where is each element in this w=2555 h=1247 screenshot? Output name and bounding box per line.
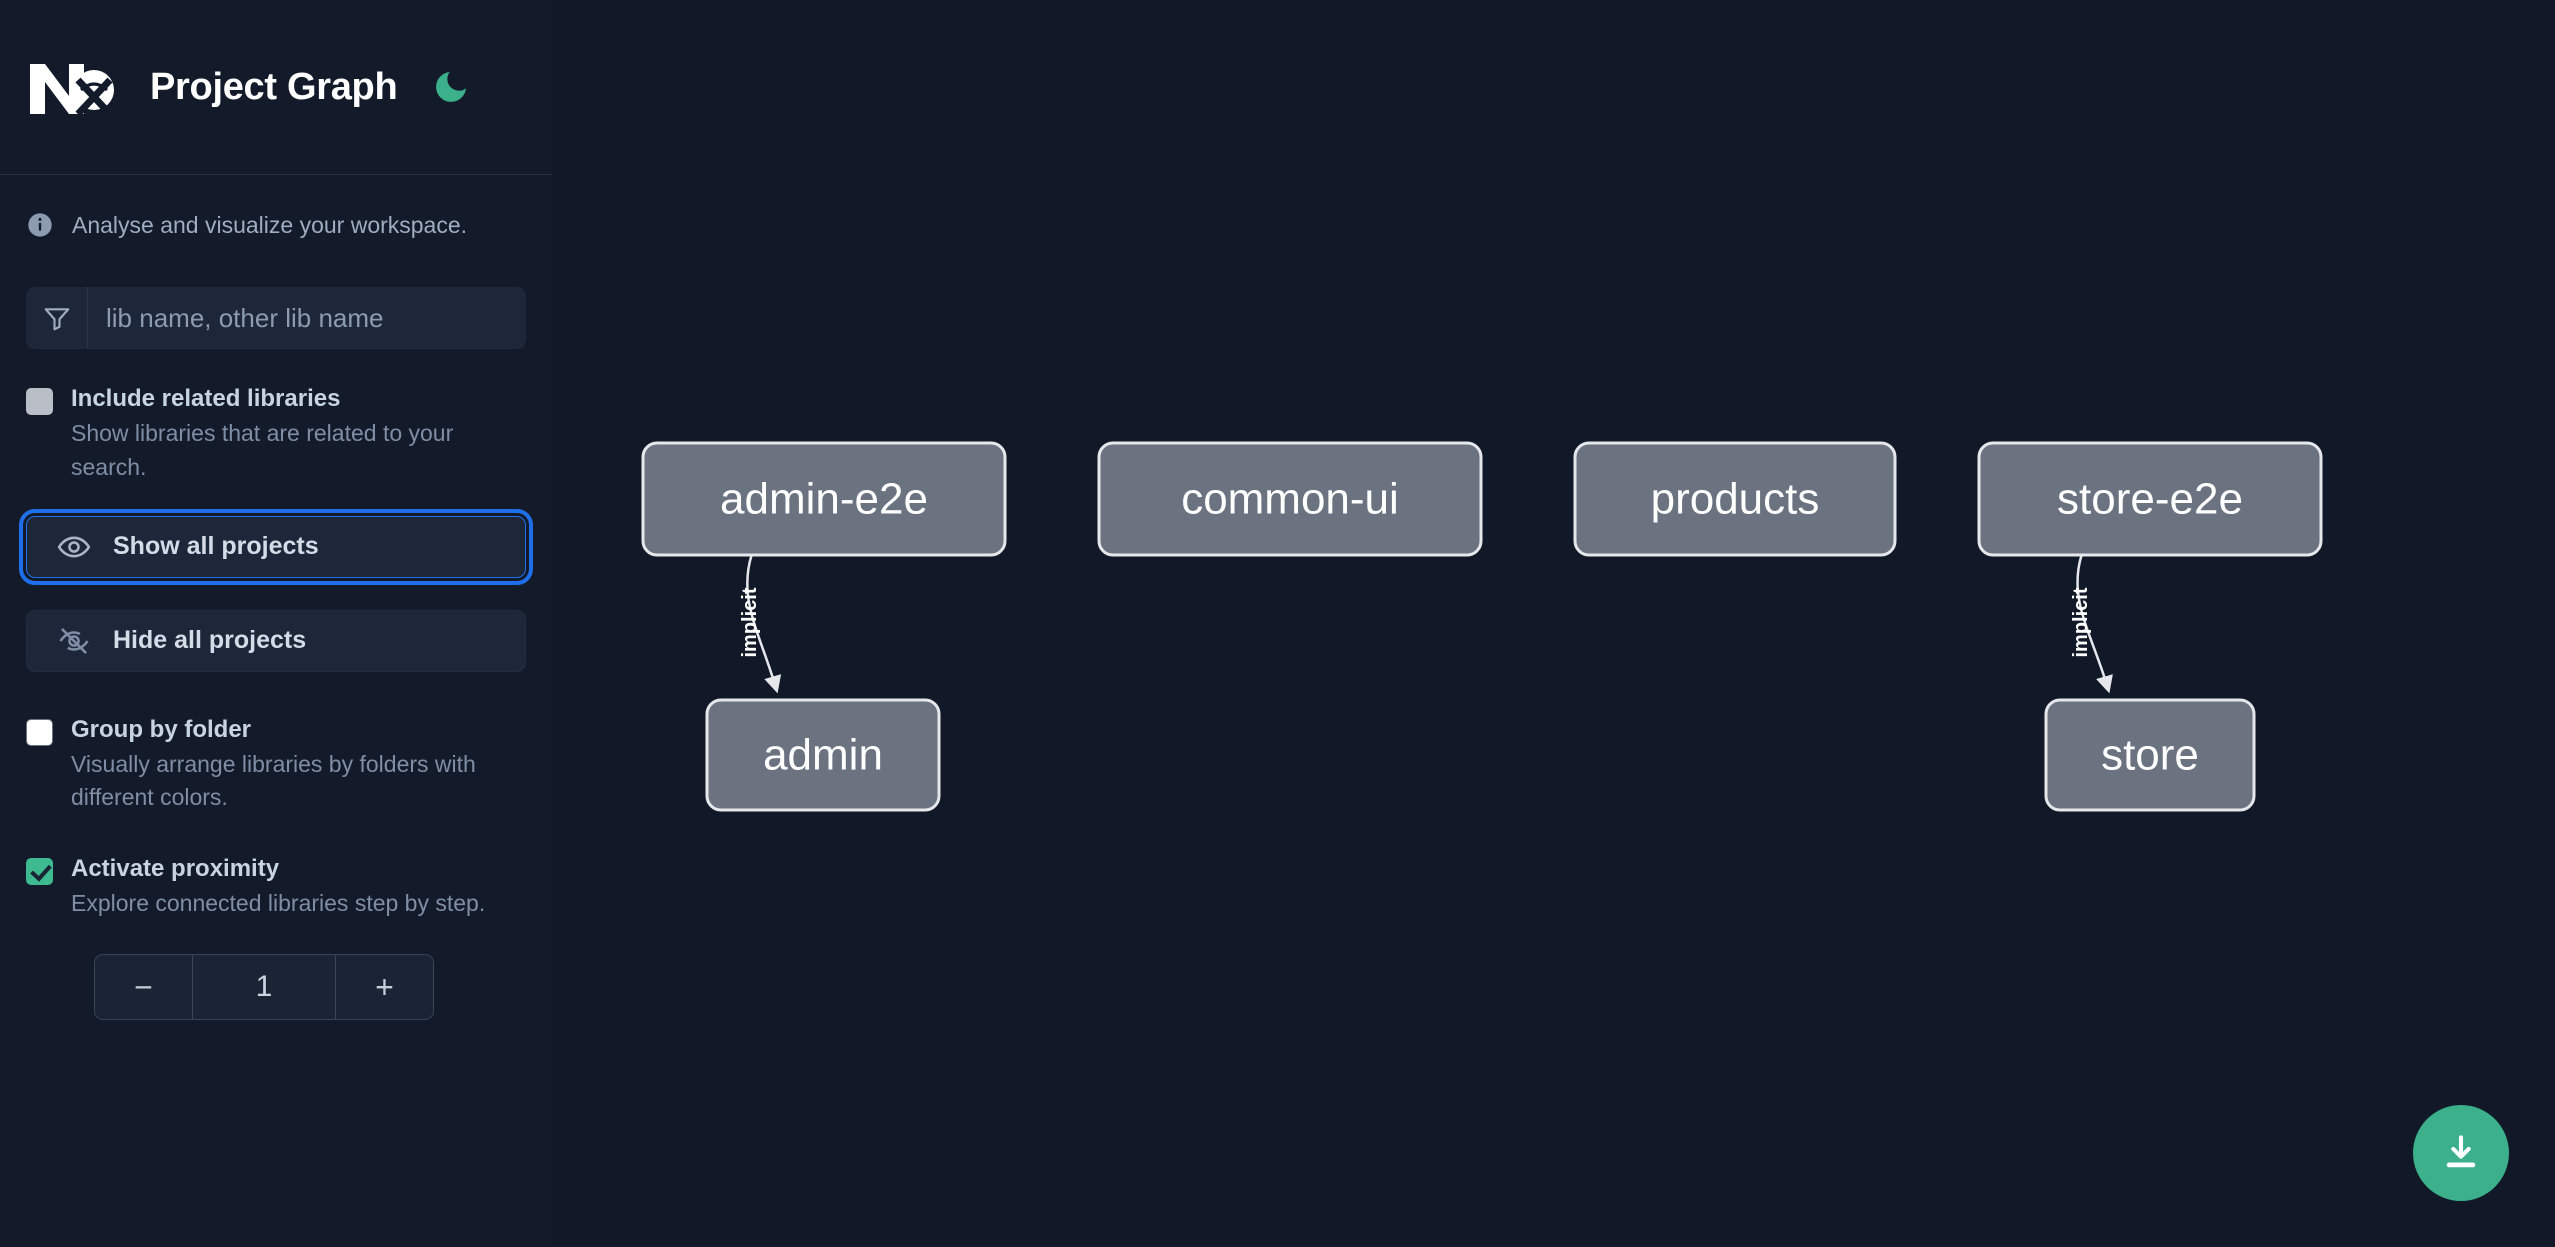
- option-desc: Explore connected libraries step by step…: [71, 889, 486, 916]
- graph-edge[interactable]: implicit: [739, 554, 782, 694]
- sidebar-body: Include related libraries Show libraries…: [0, 287, 552, 1021]
- download-button[interactable]: [2413, 1105, 2509, 1201]
- graph-node-label: common-ui: [1181, 475, 1399, 524]
- graph-node[interactable]: common-ui: [1097, 441, 1483, 557]
- eye-off-icon: [59, 627, 89, 654]
- show-all-projects-label: Show all projects: [113, 532, 319, 561]
- download-icon: [2446, 1135, 2476, 1168]
- graph-node-label: products: [1651, 475, 1820, 524]
- proximity-decrement-button[interactable]: −: [95, 955, 193, 1020]
- moon-icon[interactable]: [427, 63, 475, 111]
- option-group-by-folder[interactable]: Group by folder Visually arrange librari…: [26, 714, 526, 815]
- option-activate-proximity[interactable]: Activate proximity Explore connected lib…: [26, 853, 526, 921]
- search-box[interactable]: [26, 287, 526, 349]
- sidebar: Project Graph Analyse and visualize your…: [0, 0, 552, 1247]
- hide-all-projects-button[interactable]: Hide all projects: [26, 609, 526, 672]
- search-input[interactable]: [88, 287, 526, 349]
- sidebar-header: Project Graph: [0, 0, 552, 175]
- graph-node[interactable]: store-e2e: [1977, 441, 2323, 557]
- filter-icon: [26, 287, 88, 349]
- graph-nodes: admin-e2e common-ui products store-e2e admin…: [641, 441, 2323, 812]
- option-desc: Show libraries that are related to your …: [71, 420, 454, 480]
- graph-node-label: admin-e2e: [720, 475, 928, 524]
- project-graph-svg: implicit implicit admin-e2e common-ui produ…: [641, 441, 2323, 812]
- eye-icon: [57, 536, 91, 558]
- option-desc: Visually arrange libraries by folders wi…: [71, 751, 476, 811]
- option-title: Activate proximity: [71, 854, 280, 882]
- show-all-projects-button[interactable]: Show all projects: [19, 508, 533, 585]
- info-circle-icon: [26, 211, 54, 239]
- option-include-related-libraries[interactable]: Include related libraries Show libraries…: [26, 383, 526, 484]
- page-title: Project Graph: [150, 65, 398, 108]
- graph-edge[interactable]: implicit: [2070, 554, 2113, 694]
- checkbox-activate-proximity[interactable]: [26, 857, 53, 885]
- checkbox-include-related-libraries[interactable]: [26, 388, 53, 415]
- nx-logo-icon: [26, 56, 114, 118]
- graph-node[interactable]: products: [1573, 441, 1897, 557]
- graph-node-label: store: [2101, 731, 2199, 780]
- graph-node-label: store-e2e: [2057, 475, 2243, 524]
- graph-node[interactable]: admin: [705, 698, 941, 812]
- proximity-increment-button[interactable]: +: [335, 955, 433, 1020]
- workspace-info: Analyse and visualize your workspace.: [0, 175, 552, 239]
- edge-label: implicit: [2070, 587, 2092, 657]
- graph-edges: implicit implicit: [739, 554, 2113, 694]
- hide-all-projects-label: Hide all projects: [113, 626, 307, 655]
- option-title: Group by folder: [71, 715, 251, 743]
- proximity-value: 1: [255, 970, 273, 1004]
- graph-node-label: admin: [763, 731, 883, 780]
- proximity-stepper: − 1 +: [94, 954, 434, 1021]
- edge-label: implicit: [739, 587, 761, 657]
- workspace-info-text: Analyse and visualize your workspace.: [72, 211, 468, 238]
- graph-node[interactable]: admin-e2e: [641, 441, 1007, 557]
- graph-canvas[interactable]: implicit implicit admin-e2e common-ui produ…: [552, 0, 2555, 1247]
- checkbox-group-by-folder[interactable]: [26, 718, 53, 746]
- option-title: Include related libraries: [71, 385, 341, 412]
- graph-node[interactable]: store: [2044, 698, 2256, 812]
